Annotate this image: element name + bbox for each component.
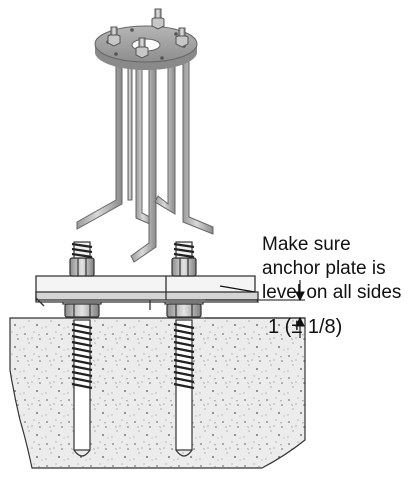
dimension-label: 1 (± 1/8)	[268, 316, 343, 338]
embedded-threads	[71, 322, 195, 390]
callout-line-2: anchor plate is	[262, 258, 386, 279]
anchor-nuts-top	[107, 8, 189, 59]
level-instruction-callout: Make sure anchor plate is level on all s…	[262, 233, 412, 305]
dimension-marker	[205, 280, 305, 338]
concrete-foundation	[9, 317, 306, 469]
anchor-plate-section	[35, 275, 260, 310]
callout-line-1: Make sure	[262, 234, 351, 255]
bolt-tip-threads	[71, 242, 195, 259]
callout-line-3: level on all sides	[262, 282, 402, 303]
anchor-cage-illustration	[76, 8, 214, 263]
callout-leader-line	[219, 285, 256, 293]
anchor-section-detail	[9, 241, 306, 469]
anchor-rods	[76, 45, 214, 263]
